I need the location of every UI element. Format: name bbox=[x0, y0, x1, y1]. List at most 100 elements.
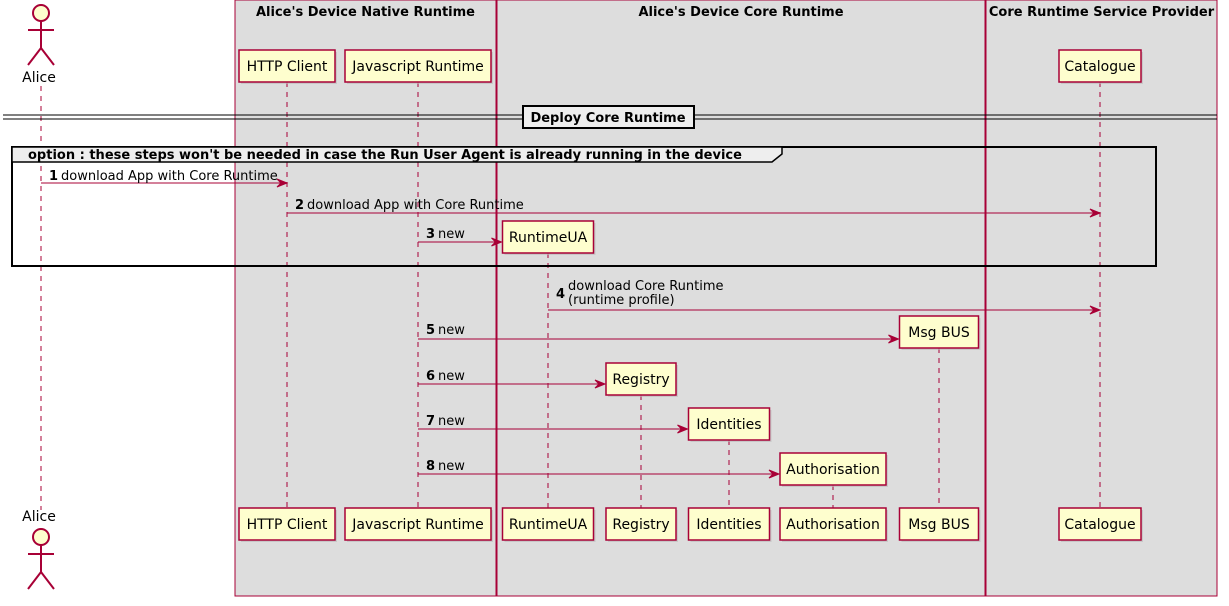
actor-leg-right bbox=[40, 47, 55, 66]
actor-alice-bottom: Alice bbox=[22, 509, 56, 590]
message-number: 1 bbox=[49, 169, 58, 184]
participant-label: Registry bbox=[612, 517, 669, 533]
participant-label: Identities bbox=[696, 417, 761, 433]
participant-identities-top: Identities bbox=[687, 407, 772, 442]
box-provider bbox=[985, 0, 1218, 597]
message-number: 5 bbox=[426, 323, 435, 338]
participant-http-bottom: HTTP Client bbox=[238, 507, 337, 542]
message-text: new bbox=[438, 414, 465, 429]
participant-label: Javascript Runtime bbox=[351, 59, 484, 75]
participant-label: Identities bbox=[696, 517, 761, 533]
participant-label: Catalogue bbox=[1064, 517, 1135, 533]
message-text: new bbox=[438, 369, 465, 384]
divider-label: Deploy Core Runtime bbox=[530, 111, 685, 126]
participant-label: HTTP Client bbox=[247, 517, 328, 533]
box-title-provider: Core Runtime Service Provider bbox=[989, 5, 1215, 20]
participant-box bbox=[779, 507, 887, 541]
participant-box bbox=[687, 407, 771, 441]
message-arrow-head bbox=[768, 469, 781, 479]
message-arrow-head bbox=[594, 379, 607, 389]
actor-label: Alice bbox=[22, 509, 56, 525]
participant-box bbox=[1058, 507, 1142, 541]
participant-rua-top: RuntimeUA bbox=[501, 220, 596, 255]
message-text: new bbox=[438, 323, 465, 338]
participant-box bbox=[687, 507, 771, 541]
participant-box bbox=[501, 220, 595, 254]
actor-leg-left bbox=[27, 571, 42, 590]
participant-authorisation-top: Authorisation bbox=[779, 452, 888, 487]
actor-label: Alice bbox=[22, 70, 56, 86]
box-title-native: Alice's Device Native Runtime bbox=[256, 5, 475, 20]
box-title-core: Alice's Device Core Runtime bbox=[638, 5, 843, 20]
participant-label: HTTP Client bbox=[247, 59, 328, 75]
message-text: new bbox=[438, 227, 465, 242]
participant-catalogue-bottom: Catalogue bbox=[1058, 507, 1143, 542]
participant-label: Registry bbox=[612, 372, 669, 388]
participant-rua-bottom: RuntimeUA bbox=[501, 507, 596, 542]
boxes-layer: Alice's Device Native Runtime Alice's Dev… bbox=[234, 0, 1218, 597]
message-number: 7 bbox=[426, 414, 435, 429]
actor-alice-top: Alice bbox=[22, 4, 56, 86]
participant-box bbox=[238, 507, 336, 541]
message-arrow-head bbox=[491, 237, 503, 247]
participant-box bbox=[344, 49, 492, 83]
participant-catalogue-top: Catalogue bbox=[1058, 49, 1143, 84]
participant-msgbus-top: Msg BUS bbox=[898, 315, 981, 350]
participant-registry-bottom: Registry bbox=[605, 507, 678, 542]
participant-box bbox=[501, 507, 595, 541]
participant-label: RuntimeUA bbox=[509, 517, 588, 533]
participant-http-top: HTTP Client bbox=[238, 49, 337, 84]
option-tab bbox=[11, 146, 783, 163]
participant-label: RuntimeUA bbox=[509, 230, 588, 246]
participant-label: Javascript Runtime bbox=[351, 517, 484, 533]
participant-box bbox=[898, 507, 980, 541]
participant-label: Catalogue bbox=[1064, 59, 1135, 75]
message-arrow-head bbox=[1089, 305, 1102, 315]
participant-js-top: Javascript Runtime bbox=[344, 49, 493, 84]
participant-label: Authorisation bbox=[786, 517, 880, 533]
participant-box bbox=[779, 452, 887, 486]
actor-head bbox=[32, 4, 50, 22]
divider-layer: Deploy Core Runtime bbox=[3, 105, 1217, 129]
option-label: option : these steps won't be needed in … bbox=[28, 148, 742, 163]
message-arrow-head bbox=[1089, 208, 1102, 218]
message-text: download Core Runtime bbox=[568, 279, 724, 294]
message-text: new bbox=[438, 459, 465, 474]
message-number: 4 bbox=[556, 287, 565, 302]
participant-box bbox=[1058, 49, 1142, 83]
participant-identities-bottom: Identities bbox=[687, 507, 772, 542]
participant-box bbox=[238, 49, 336, 83]
message-arrow-head bbox=[888, 334, 900, 344]
message-text: download App with Core Runtime bbox=[307, 198, 524, 213]
actor-head bbox=[32, 528, 50, 546]
participant-box bbox=[344, 507, 492, 541]
participant-js-bottom: Javascript Runtime bbox=[344, 507, 493, 542]
message-number: 6 bbox=[426, 369, 435, 384]
divider-box bbox=[522, 105, 695, 129]
message-text: (runtime profile) bbox=[568, 293, 675, 308]
box-core bbox=[496, 0, 986, 597]
message-arrow-head bbox=[677, 424, 689, 434]
participant-label: Authorisation bbox=[786, 462, 880, 478]
message-text: download App with Core Runtime bbox=[61, 169, 278, 184]
message-number: 8 bbox=[426, 459, 435, 474]
group-layer: option : these steps won't be needed in … bbox=[11, 146, 1157, 267]
participant-authorisation-bottom: Authorisation bbox=[779, 507, 888, 542]
participant-box bbox=[898, 315, 980, 349]
box-native bbox=[234, 0, 497, 597]
participant-label: Msg BUS bbox=[908, 517, 970, 533]
message-arrow-head bbox=[276, 178, 289, 188]
participant-box bbox=[605, 362, 677, 396]
actor-leg-left bbox=[27, 47, 42, 66]
participant-box bbox=[605, 507, 677, 541]
